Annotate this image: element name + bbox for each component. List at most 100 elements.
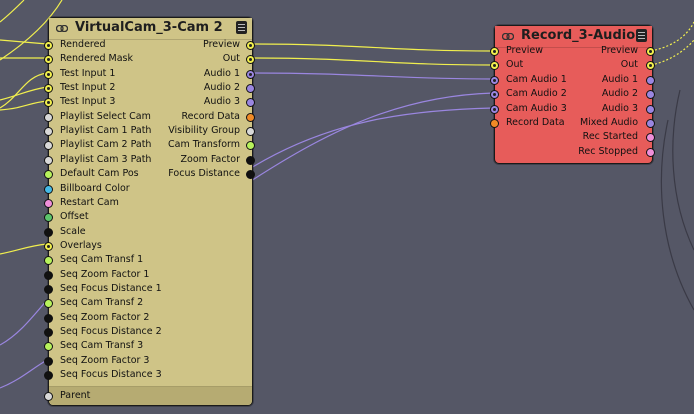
record-output-port[interactable] (646, 133, 655, 143)
virtualcam-input-label: Rendered (60, 39, 106, 50)
virtualcam-parent-port[interactable] (44, 392, 53, 401)
virtualcam-input-port[interactable] (44, 155, 53, 165)
virtualcam-node-header[interactable]: VirtualCam_3-Cam 2 (49, 18, 252, 40)
virtualcam-output-port[interactable] (246, 41, 255, 50)
record-output-port[interactable] (646, 104, 655, 114)
virtualcam-output-port[interactable] (246, 127, 255, 137)
record-input-port[interactable] (490, 61, 499, 71)
record-input-port[interactable] (490, 119, 499, 128)
virtualcam-input-port[interactable] (44, 270, 53, 280)
virtualcam-input-port[interactable] (44, 84, 53, 94)
record-output-port[interactable] (646, 147, 655, 157)
virtualcam-input-label: Seq Cam Transf 3 (60, 340, 144, 352)
virtualcam-input-port[interactable] (44, 41, 53, 50)
virtualcam-input-port[interactable] (44, 127, 53, 137)
hamburger-menu-icon[interactable] (236, 21, 247, 34)
record-input-port[interactable] (490, 47, 499, 56)
virtualcam-input-label: Billboard Color (60, 182, 130, 194)
virtualcam-input-label: Playlist Cam 1 Path (60, 125, 152, 137)
record-output-label: Preview (601, 45, 638, 56)
virtualcam-output-port[interactable] (246, 112, 255, 122)
record-output-label: Audio 2 (601, 88, 638, 100)
virtualcam-input-label: Test Input 2 (60, 82, 116, 94)
virtualcam-input-port[interactable] (44, 55, 53, 65)
virtualcam-output-label: Focus Distance (168, 168, 240, 180)
virtualcam-input-port[interactable] (44, 256, 53, 266)
virtualcam-output-label: Preview (203, 39, 240, 50)
virtualcam-input-port[interactable] (44, 141, 53, 151)
wire-rendered[interactable] (0, 39, 48, 45)
virtualcam-input-label: Test Input 3 (60, 96, 116, 108)
virtualcam-output-port[interactable] (246, 141, 255, 151)
link-icon (56, 25, 68, 32)
virtualcam-input-port[interactable] (44, 284, 53, 294)
wire-seq-audio-b[interactable] (0, 359, 48, 389)
virtualcam-input-port[interactable] (44, 313, 53, 323)
virtualcam-output-port[interactable] (246, 69, 255, 79)
virtualcam-output-label: Cam Transform (168, 139, 240, 151)
virtualcam-output-port[interactable] (246, 98, 255, 108)
virtualcam-output-label: Audio 1 (203, 67, 240, 79)
virtualcam-input-label: Rendered Mask (60, 53, 133, 65)
virtualcam-input-port[interactable] (44, 342, 53, 352)
virtualcam-node-footer (49, 386, 252, 405)
virtualcam-input-port[interactable] (44, 328, 53, 337)
virtualcam-input-label: Seq Zoom Factor 3 (60, 354, 150, 366)
virtualcam-input-label: Test Input 1 (60, 67, 116, 79)
record-input-port[interactable] (490, 90, 499, 100)
wire-cam-audio-3[interactable] (250, 107, 494, 169)
virtualcam-output-label: Audio 2 (203, 82, 240, 94)
record-input-port[interactable] (490, 75, 499, 85)
wire-test-input-2[interactable] (0, 86, 48, 101)
record-output-port[interactable] (646, 75, 655, 85)
record-output-label: Mixed Audio (579, 117, 638, 128)
virtualcam-output-label: Record Data (181, 110, 240, 122)
virtualcam-input-port[interactable] (44, 371, 53, 381)
record-input-port[interactable] (490, 104, 499, 114)
virtualcam-output-label: Zoom Factor (180, 153, 241, 165)
wire-rec-out-out[interactable] (650, 39, 694, 66)
hamburger-menu-icon[interactable] (636, 29, 647, 42)
wire-seq-audio-a[interactable] (0, 299, 48, 346)
record-output-port[interactable] (646, 119, 655, 128)
record-output-port[interactable] (646, 47, 655, 56)
virtualcam-input-port[interactable] (44, 112, 53, 122)
wire-overlays[interactable] (0, 243, 48, 255)
virtualcam-input-port[interactable] (44, 241, 53, 251)
wire-cam-audio-2[interactable] (250, 92, 494, 182)
wire-audio-1[interactable] (250, 72, 494, 80)
wire-out[interactable] (250, 57, 494, 66)
virtualcam-input-port[interactable] (44, 184, 53, 194)
wire-test-input-1[interactable] (0, 72, 48, 109)
record-node-header[interactable]: Record_3-Audio (495, 26, 652, 48)
virtualcam-input-label: Seq Cam Transf 2 (60, 297, 144, 309)
virtualcam-input-port[interactable] (44, 198, 53, 208)
wire-test-input-3[interactable] (0, 100, 48, 111)
record-output-label: Audio 3 (601, 102, 638, 114)
virtualcam-input-port[interactable] (44, 170, 53, 180)
virtualcam-input-port[interactable] (44, 299, 53, 309)
wire-preview[interactable] (250, 43, 494, 52)
virtualcam-input-port[interactable] (44, 356, 53, 366)
wire-bg-2[interactable] (660, 119, 694, 311)
virtualcam-output-label: Visibility Group (168, 125, 240, 137)
wire-bg-1[interactable] (672, 89, 694, 251)
wire-rec-preview-out[interactable] (650, 21, 694, 52)
virtualcam-input-port[interactable] (44, 98, 53, 108)
virtualcam-input-port[interactable] (44, 213, 53, 223)
virtualcam-input-port[interactable] (44, 227, 53, 237)
virtualcam-output-port[interactable] (246, 84, 255, 94)
record-output-port[interactable] (646, 61, 655, 71)
virtualcam-output-port[interactable] (246, 155, 255, 165)
virtualcam-input-label: Seq Zoom Factor 2 (60, 311, 150, 323)
virtualcam-input-label: Overlays (60, 239, 102, 251)
record-input-label: Cam Audio 1 (506, 73, 567, 85)
virtualcam-output-port[interactable] (246, 170, 255, 180)
record-output-port[interactable] (646, 90, 655, 100)
wire-top-b[interactable] (0, 0, 25, 23)
virtualcam-input-label: Playlist Cam 2 Path (60, 139, 152, 151)
virtualcam-output-port[interactable] (246, 55, 255, 65)
virtualcam-input-port[interactable] (44, 69, 53, 79)
